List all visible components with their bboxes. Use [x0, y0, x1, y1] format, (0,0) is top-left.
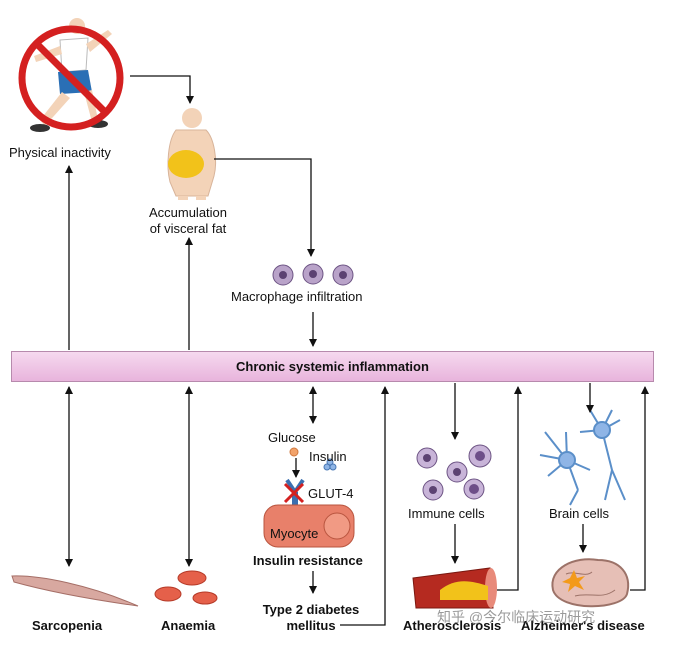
- immune-cell-icons: [416, 444, 492, 501]
- watermark: 知乎 @今尔临床运动研究: [437, 609, 596, 625]
- t2d-label-line1: Type 2 diabetes: [262, 602, 360, 617]
- myocyte-label: Myocyte: [270, 526, 319, 541]
- accumulation-label-line2: of visceral fat: [149, 221, 227, 236]
- physical-inactivity-label: Physical inactivity: [9, 145, 111, 160]
- neuron-icons: [539, 409, 626, 506]
- insulin-label: Insulin: [309, 449, 347, 464]
- inflammation-band: Chronic systemic inflammation: [11, 351, 654, 382]
- inflammation-label: Chronic systemic inflammation: [236, 359, 429, 374]
- muscle-icon: [11, 575, 139, 607]
- glucose-icon: [289, 447, 299, 457]
- connector-arrows: [65, 75, 649, 626]
- glucose-label: Glucose: [268, 430, 316, 445]
- obese-body-icon: [167, 108, 217, 200]
- red-blood-cell-icons: [154, 570, 218, 605]
- no-sign-icon: [18, 25, 124, 131]
- atherosclerosis-label: Atherosclerosis: [403, 618, 502, 633]
- accumulation-label-line1: Accumulation: [148, 205, 228, 220]
- glut4-label: GLUT-4: [308, 486, 354, 501]
- insulin-icon: [323, 458, 337, 471]
- alzheimers-label: Alzheimer's disease: [521, 618, 645, 633]
- sarcopenia-label: Sarcopenia: [32, 618, 103, 633]
- insulin-resistance-label: Insulin resistance: [253, 553, 363, 568]
- brain-icon: [551, 558, 630, 608]
- immune-cells-label: Immune cells: [408, 506, 485, 521]
- artery-icon: [412, 567, 497, 609]
- myocyte-cell-icon: [263, 504, 355, 548]
- t2d-label-line2: mellitus: [286, 618, 336, 633]
- anaemia-label: Anaemia: [161, 618, 216, 633]
- brain-cells-label: Brain cells: [549, 506, 609, 521]
- glut4-receptor-icon: [283, 478, 305, 506]
- macrophage-label: Macrophage infiltration: [231, 289, 363, 304]
- macrophage-icons: [272, 263, 354, 286]
